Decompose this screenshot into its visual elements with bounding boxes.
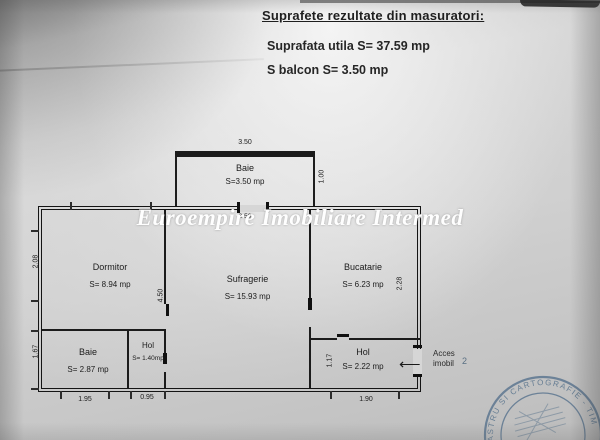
wall-hol-sufragerie-upper [164, 331, 166, 353]
access-label: Acces imobil [433, 349, 455, 369]
access-line2: imobil [433, 359, 454, 368]
door-marker [308, 298, 312, 310]
wall-baie-hol [127, 331, 129, 388]
wall-balcony-left [175, 157, 177, 206]
room-area: S= 1.40mp [132, 355, 164, 362]
door-marker [237, 202, 240, 213]
wall-dormitor-sufragerie [164, 210, 166, 304]
stamp-arc-text: CADASTRU SI CARTOGRAFIE - TIMIS [448, 350, 599, 440]
wall-sufragerie-hol [309, 327, 311, 388]
scan-edge-line [300, 0, 600, 3]
stamp-emblem [514, 403, 566, 440]
svg-text:CADASTRU SI CARTOGRAFIE - TIMI: CADASTRU SI CARTOGRAFIE - TIMIS [448, 350, 599, 440]
dim-balcony-width: 3.50 [238, 139, 252, 146]
dim-tick [130, 391, 132, 399]
dim-bottom-mid: 0.95 [140, 394, 154, 401]
stamp-outer-ring [483, 375, 600, 440]
dim-bottom-left: 1.95 [78, 396, 92, 403]
dim-tick [330, 391, 332, 399]
doc-balcony-surface-line: S balcon S= 3.50 mp [267, 63, 389, 77]
door-marker [163, 353, 167, 364]
agency-watermark: Euroempire Imobiliare Intermed [136, 205, 464, 230]
door-marker [266, 202, 269, 213]
room-area: S= 6.23 mp [342, 280, 384, 289]
wall-sufragerie-bucatarie [309, 210, 311, 298]
stamp-inner-ring [500, 392, 586, 440]
access-arrow-icon: ⟵ [399, 356, 421, 373]
dim-tick [31, 300, 39, 302]
wall-balcony-top [175, 151, 315, 157]
wall-hol-sufragerie-lower [164, 372, 166, 388]
dim-tick [31, 230, 39, 232]
doc-usable-surface-line: Suprafata utila S= 37.59 mp [267, 39, 430, 53]
room-label: Baie [78, 347, 97, 357]
room-sufragerie: Sufragerie S= 15.93 mp [190, 274, 305, 302]
dim-tick [70, 202, 72, 210]
door-marker [166, 304, 169, 316]
apartment-outline [38, 206, 421, 392]
cadastral-stamp: CADASTRU SI CARTOGRAFIE - TIMIS 2 [448, 350, 600, 440]
room-label: Hol [141, 341, 154, 350]
room-dormitor: Dormitor S= 8.94 mp [52, 262, 168, 290]
door-opening-entrance [413, 349, 422, 374]
dim-bottom-right: 1.90 [359, 396, 373, 403]
door-marker [413, 345, 422, 348]
access-line1: Acces [433, 349, 455, 358]
dim-tick [108, 391, 110, 399]
room-label: Hol [356, 347, 370, 357]
room-label: Bucatarie [343, 262, 383, 272]
room-hol: Hol S= 2.22 mp [334, 347, 392, 372]
dim-tick [164, 391, 166, 399]
door-marker [337, 334, 349, 337]
wall-bucatarie-hol-right [349, 338, 421, 340]
room-hol-mic: Hol S= 1.40mp [130, 341, 166, 364]
room-area: S= 15.93 mp [224, 292, 271, 301]
room-bucatarie: Bucatarie S= 6.23 mp [318, 262, 408, 290]
dim-tick [60, 391, 62, 399]
wall-bucatarie-hol-left [311, 338, 337, 340]
stamp-number: 2 [462, 356, 467, 366]
room-label: Sufragerie [226, 274, 269, 284]
room-area: S= 2.22 mp [342, 362, 384, 371]
doc-title: Suprafete rezultate din masuratori: [262, 8, 485, 23]
dim-inner-balcony: 3.50 [238, 213, 252, 220]
room-area: S= 8.94 mp [89, 280, 131, 289]
scan-corner-smudge [519, 0, 600, 8]
wall-balcony-right [313, 157, 315, 206]
scan-fold-line [0, 58, 264, 72]
room-area: S=3.50 mp [225, 177, 265, 186]
dim-tick [398, 391, 400, 399]
dim-tick [150, 202, 152, 210]
room-label: Baie [235, 163, 254, 173]
door-opening-balcony [240, 205, 266, 212]
room-balcony-bath: Baie S=3.50 mp [185, 163, 305, 187]
door-marker [413, 374, 422, 377]
dim-tick [31, 330, 39, 332]
room-area: S= 2.87 mp [67, 365, 109, 374]
room-label: Dormitor [92, 262, 128, 272]
dim-tick [31, 388, 39, 390]
dim-balcony-depth: 1.00 [318, 169, 326, 184]
wall-dormitor-bottom [42, 329, 166, 331]
room-baie: Baie S= 2.87 mp [50, 347, 126, 375]
